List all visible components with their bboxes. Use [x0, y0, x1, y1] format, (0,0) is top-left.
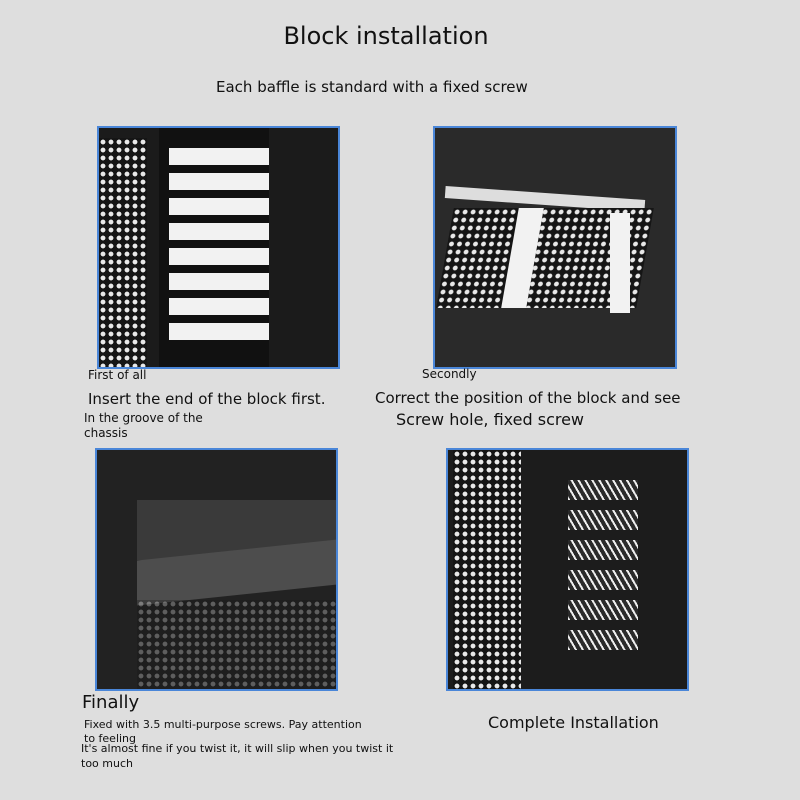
subtitle: Each baffle is standard with a fixed scr… — [216, 78, 528, 96]
step2-main: Correct the position of the block and se… — [375, 389, 681, 407]
photo-step-2 — [433, 126, 677, 369]
step1-label: First of all — [88, 368, 147, 382]
step2-label: Secondly — [422, 367, 477, 381]
step1-detail: In the groove of the chassis — [84, 411, 203, 440]
page-title: Block installation — [283, 22, 489, 50]
step3-detail: Fixed with 3.5 multi-purpose screws. Pay… — [84, 718, 362, 745]
step4-label: Complete Installation — [488, 713, 659, 732]
step2-main2: Screw hole, fixed screw — [396, 410, 585, 429]
photo-step-4 — [446, 448, 689, 691]
step3-label: Finally — [82, 692, 140, 713]
step3-detail2: It's almost fine if you twist it, it wil… — [81, 742, 394, 770]
step1-main: Insert the end of the block first. — [88, 390, 326, 408]
photo-step-1 — [97, 126, 340, 369]
photo-step-3 — [95, 448, 338, 691]
